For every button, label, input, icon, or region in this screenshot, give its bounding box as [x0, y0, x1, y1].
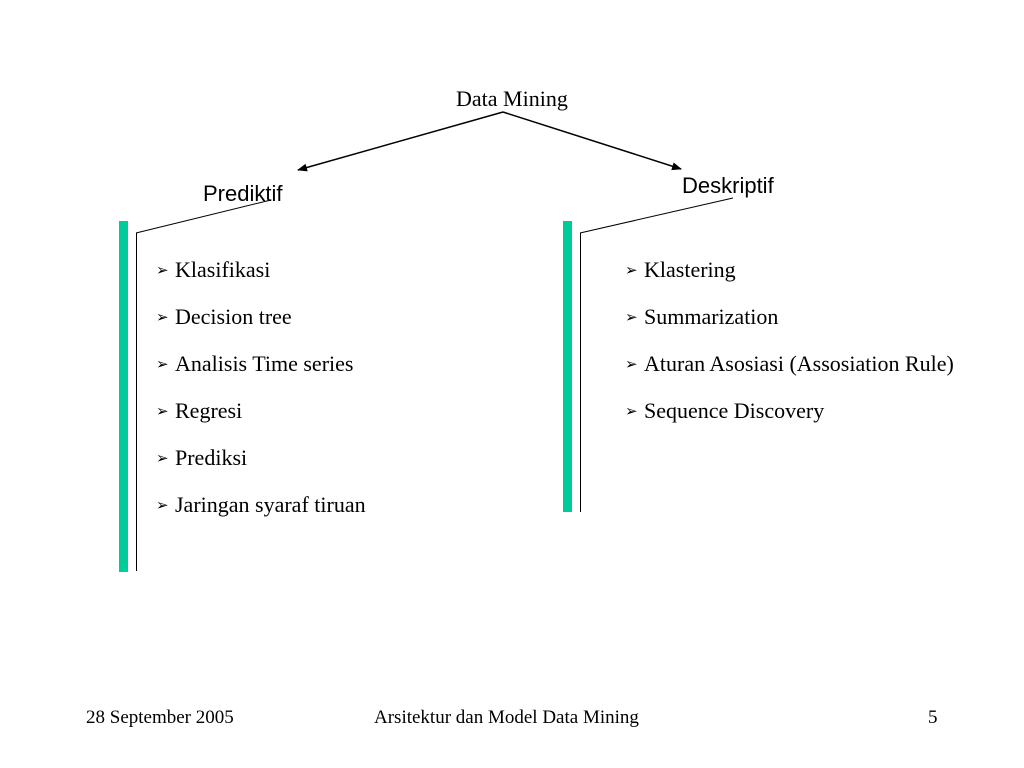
callout-line-prediktif	[135, 199, 272, 234]
list-item: ➢ Aturan Asosiasi (Assosiation Rule)	[625, 350, 955, 378]
list-item-label: Decision tree	[175, 304, 292, 329]
page-number: 5	[928, 707, 938, 728]
deskriptif-list: ➢ Klastering ➢ Summarization ➢ Aturan Asosi…	[625, 256, 955, 444]
prediktif-list: ➢ Klasifikasi ➢ Decision tree ➢ Analisis Ti…	[156, 256, 456, 538]
list-item: ➢ Klastering	[625, 256, 955, 284]
list-item-label: Jaringan syaraf tiruan	[175, 492, 366, 517]
list-item: ➢ Decision tree	[156, 303, 456, 331]
accent-bar-right	[563, 221, 572, 512]
branch-label-prediktif: Prediktif	[203, 181, 283, 206]
list-item: ➢ Prediksi	[156, 444, 456, 472]
list-item: ➢ Jaringan syaraf tiruan	[156, 491, 456, 519]
list-item-label: Klastering	[644, 257, 736, 282]
footer-title: Arsitektur dan Model Data Mining	[374, 707, 639, 728]
list-item: ➢ Regresi	[156, 397, 456, 425]
accent-bar-left	[119, 221, 128, 572]
list-item: ➢ Sequence Discovery	[625, 397, 955, 425]
arrow-bullet-icon: ➢	[625, 402, 638, 420]
arrow-bullet-icon: ➢	[625, 261, 638, 279]
arrow-bullet-icon: ➢	[156, 402, 169, 420]
arrow-to-deskriptif	[502, 111, 682, 171]
list-item-label: Analisis Time series	[175, 351, 354, 376]
list-item-label: Regresi	[175, 398, 243, 423]
list-item-label: Sequence Discovery	[644, 398, 825, 423]
arrow-to-prediktif	[297, 111, 504, 172]
slide-title: Data Mining	[456, 86, 568, 111]
arrow-bullet-icon: ➢	[156, 449, 169, 467]
list-item: ➢ Klasifikasi	[156, 256, 456, 284]
arrow-bullet-icon: ➢	[625, 308, 638, 326]
arrow-bullet-icon: ➢	[156, 261, 169, 279]
list-item-label: Aturan Asosiasi (Assosiation Rule)	[644, 351, 954, 376]
arrow-bullet-icon: ➢	[156, 496, 169, 514]
arrow-bullet-icon: ➢	[156, 355, 169, 373]
branch-label-deskriptif: Deskriptif	[682, 173, 774, 198]
arrow-bullet-icon: ➢	[625, 355, 638, 373]
footer-date: 28 September 2005	[86, 707, 234, 728]
list-item: ➢ Analisis Time series	[156, 350, 456, 378]
callout-line-deskriptif	[579, 197, 734, 234]
list-item-label: Prediksi	[175, 445, 248, 470]
list-item-label: Klasifikasi	[175, 257, 271, 282]
divider-line-left	[136, 233, 137, 571]
arrow-bullet-icon: ➢	[156, 308, 169, 326]
list-item: ➢ Summarization	[625, 303, 955, 331]
divider-line-right	[580, 233, 581, 512]
list-item-label: Summarization	[644, 304, 779, 329]
